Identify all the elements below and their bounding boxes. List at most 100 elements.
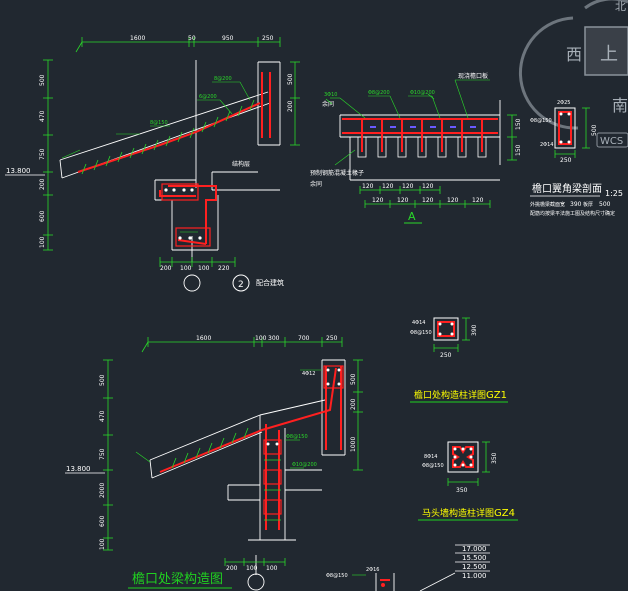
bot-dim-right-200: 200 [350,398,357,410]
bot-dim-top-300: 300 [268,335,280,342]
bot-dim-left-500: 500 [99,374,106,386]
callout-number: 2 [238,280,244,290]
elev-17000: 17.000 [462,545,487,553]
sec-a-label-8at200: Φ8@200 [368,90,390,96]
corner-beam-note1-a: 390 [570,201,582,208]
dim-left-470: 470 [39,110,46,122]
viewcube-top-face[interactable] [584,26,628,76]
bot-dim-bottom-100b: 100 [266,565,278,572]
frag-label-8at150: Φ8@150 [326,573,348,579]
sec-a-title: A [408,210,416,223]
bottom-fragment-detail[interactable]: Φ8@150 2Φ16 [326,567,395,591]
bottom-eaves-detail[interactable]: 1600 100 300 700 250 500 470 750 2000 60… [65,335,363,591]
viewcube-west-label[interactable]: 西 [566,45,582,64]
bot-dim-top-250: 250 [326,335,338,342]
dim-right-500: 500 [287,73,294,85]
gz4-dim-h: 350 [491,452,498,464]
gz4-column-detail[interactable]: 8Φ14 Φ8@150 350 350 马头墙构造柱详图 GZ4 [418,441,518,521]
corner-beam-scale: 1:25 [605,189,623,198]
frag-label-2d16: 2Φ16 [366,567,379,573]
elevation-marks[interactable]: 17.000 15.500 12.500 11.000 [419,544,490,591]
bot-dim-left-2000: 2000 [99,483,106,498]
dim-left-500: 500 [39,74,46,86]
dim-left-100: 100 [39,236,46,248]
corner-beam-title: 檐口翼角梁剖面 [532,182,602,195]
corner-beam-dim-h: 500 [591,124,598,136]
gz1-column-detail[interactable]: 4Φ14 Φ8@150 250 390 檐口处构造柱详图 GZ1 [410,317,508,403]
section-a-detail[interactable]: 3Φ10 余同 Φ8@200 Φ10@200 现浇檐口板 预制钢筋混凝土椽子 余… [310,72,522,224]
corner-beam-stirrup: Φ8@150 [530,118,552,124]
corner-beam-section[interactable]: 2Φ25 Φ8@150 2Φ14 250 500 檐口翼角梁剖面 1:25 外挑… [530,100,623,217]
sec-a-dim1-120b: 120 [382,183,394,190]
dim-bottom-220: 220 [218,265,230,272]
dim-top-50: 50 [188,35,196,42]
dim-left-750: 750 [39,148,46,160]
corner-beam-top-rebar: 2Φ25 [557,100,570,106]
corner-beam-note1-b: 500 [599,201,611,208]
viewcube[interactable]: 上 西 南 北 WCS [519,0,628,148]
label-top-6at200: 6@200 [199,94,217,100]
bot-dim-bottom-200: 200 [226,565,238,572]
bot-detail-title: 檐口处梁构造图 [132,572,223,587]
bot-dim-bottom-100a: 100 [246,565,258,572]
sec-a-label-precast: 预制钢筋混凝土椽子 [310,169,364,177]
sec-a-dim2-120b: 120 [397,197,409,204]
elevation-13800-bottom: 13.800 [66,465,91,473]
elev-15500: 15.500 [462,554,487,562]
sec-a-label-yutong2: 余同 [310,180,322,188]
gz4-rebar: 8Φ14 [424,454,437,460]
viewcube-top-label: 上 [600,44,618,65]
bot-dim-right-500: 500 [350,373,357,385]
label-top-8at150: 8@150 [150,120,168,126]
axis-bubble-bottom [247,573,265,591]
bot-dim-left-600: 600 [99,515,106,527]
elev-12500: 12.500 [462,563,487,571]
sec-a-dim2-120d: 120 [447,197,459,204]
wcs-button[interactable] [596,132,628,148]
bot-label-10at200: Φ10@200 [292,462,317,468]
bot-dim-left-470: 470 [99,410,106,422]
viewcube-north-label[interactable]: 北 [615,0,626,13]
sec-a-dim-150b: 150 [515,144,522,156]
elev-11000: 11.000 [462,572,487,580]
wcs-label: WCS [600,136,623,147]
corner-beam-note1: 外挑檐梁截面宽 [530,201,565,208]
sec-a-label-yutong: 余同 [322,100,334,108]
corner-beam-note1-mid: 板厚 [583,201,593,208]
sec-a-dim2-120c: 120 [422,197,434,204]
callout-text: 配合建筑 [256,278,284,287]
label-gutter-top: 结构层 [232,160,250,168]
dim-top-250: 250 [262,35,274,42]
sec-a-label-10at200: Φ10@200 [410,90,435,96]
gz1-rebar: 4Φ14 [412,320,425,326]
corner-beam-note2: 配筋均按梁平法施工图及结构尺寸确定 [530,210,615,217]
viewcube-south-label[interactable]: 南 [612,96,628,115]
corner-beam-bottom-rebar: 2Φ14 [540,142,553,148]
axis-bubble-top [183,274,201,292]
bot-dim-top-700: 700 [298,335,310,342]
label-top-8at200: 8@200 [214,76,232,82]
gz4-dim-w: 350 [456,487,468,494]
sec-a-label-3d10: 3Φ10 [324,92,337,98]
sec-a-label-cast-slab: 现浇檐口板 [458,72,488,80]
bot-dim-right-1000: 1000 [350,437,357,452]
gz1-dim-h: 390 [471,324,478,336]
sec-a-dim-150a: 150 [515,118,522,130]
gz4-stirrup: Φ8@150 [422,463,444,469]
dim-bottom-100b: 100 [198,265,210,272]
sec-a-dim2-120a: 120 [372,197,384,204]
top-left-eaves-detail[interactable]: 1600 50 950 250 500 470 750 200 600 100 … [5,35,300,292]
dim-left-600: 600 [39,210,46,222]
dim-top-950: 950 [222,35,234,42]
gz4-title: 马头墙构造柱详图 [422,507,494,519]
gz1-title: 檐口处构造柱详图 [414,389,486,401]
callout-circle [232,274,250,292]
gz1-dim-w: 250 [440,352,452,359]
gz1-code: GZ1 [486,390,507,401]
dim-top-1600: 1600 [130,35,145,42]
dim-right-200: 200 [287,100,294,112]
bot-dim-left-100: 100 [99,538,106,550]
sec-a-dim1-120a: 120 [362,183,374,190]
dim-bottom-200: 200 [160,265,172,272]
